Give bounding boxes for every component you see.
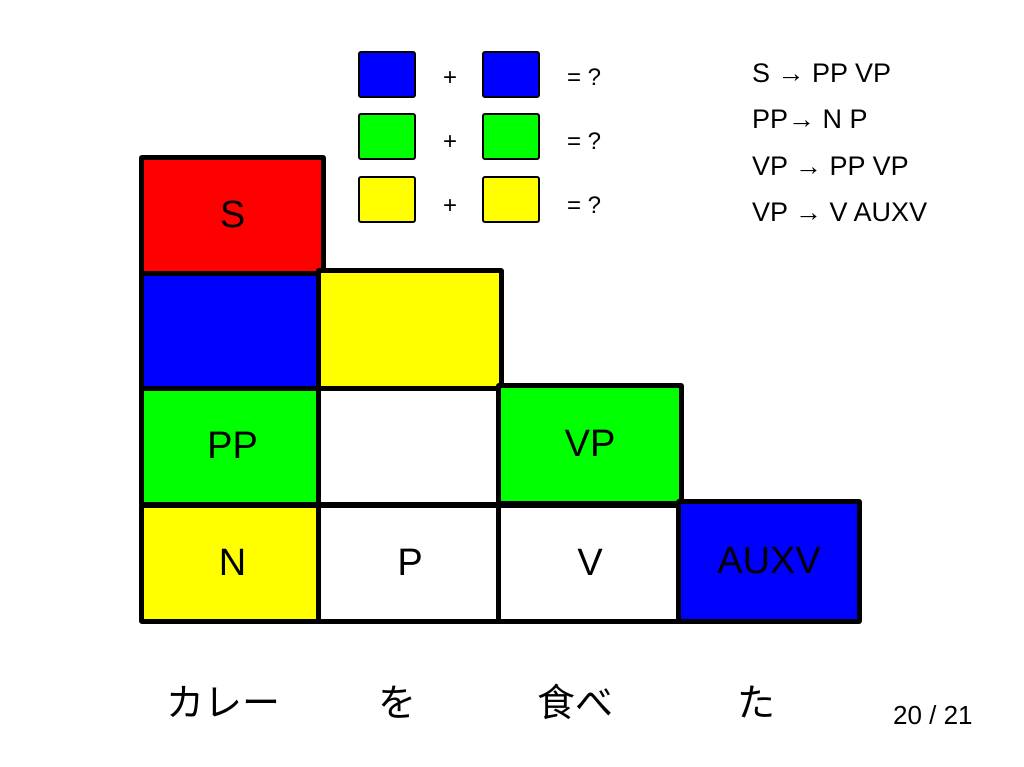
word-4: た: [737, 681, 776, 725]
word-1: カレー: [166, 681, 281, 725]
legend-green-right: [482, 113, 540, 160]
legend-plus-2: +: [443, 128, 458, 155]
legend-blue-right: [482, 51, 540, 98]
legend-blue-left: [358, 51, 416, 98]
legend-green-left: [358, 113, 416, 160]
chart-cell-row3-col2: [316, 386, 504, 507]
legend-result-3: = ?: [567, 192, 602, 219]
grammar-rule-2: PP→ N P: [752, 104, 868, 134]
word-3: 食べ: [537, 681, 614, 725]
cell-label-v: V: [577, 542, 603, 584]
chart-cell-pp: PP: [139, 386, 326, 507]
legend-yellow-left: [358, 176, 416, 223]
grammar-rule-4: VP → V AUXV: [752, 197, 928, 227]
chart-cell-s: S: [139, 155, 326, 276]
legend-plus-1: +: [443, 64, 458, 91]
word-2: を: [378, 681, 417, 725]
legend-result-1: = ?: [567, 64, 602, 91]
cell-label-auxv: AUXV: [717, 540, 821, 582]
chart-cell-auxv: AUXV: [676, 499, 862, 624]
cell-label-n: N: [218, 542, 247, 584]
chart-cell-row2-col2: [316, 268, 504, 391]
chart-cell-row2-col1: [139, 271, 326, 392]
grammar-rule-1: S → PP VP: [752, 58, 892, 88]
chart-cell-v: V: [496, 503, 684, 624]
legend-plus-3: +: [443, 192, 458, 219]
chart-cell-p: P: [316, 503, 504, 624]
page-number: 20 / 21: [893, 700, 973, 730]
legend-result-2: = ?: [567, 128, 602, 155]
cell-label-s: S: [219, 194, 246, 236]
grammar-rule-3: VP → PP VP: [752, 151, 909, 181]
cell-label-vp: VP: [564, 423, 616, 465]
chart-cell-n: N: [139, 503, 326, 624]
chart-cell-vp: VP: [496, 383, 684, 506]
cell-label-p: P: [397, 542, 423, 584]
cell-label-pp: PP: [207, 425, 258, 467]
legend-yellow-right: [482, 176, 540, 223]
